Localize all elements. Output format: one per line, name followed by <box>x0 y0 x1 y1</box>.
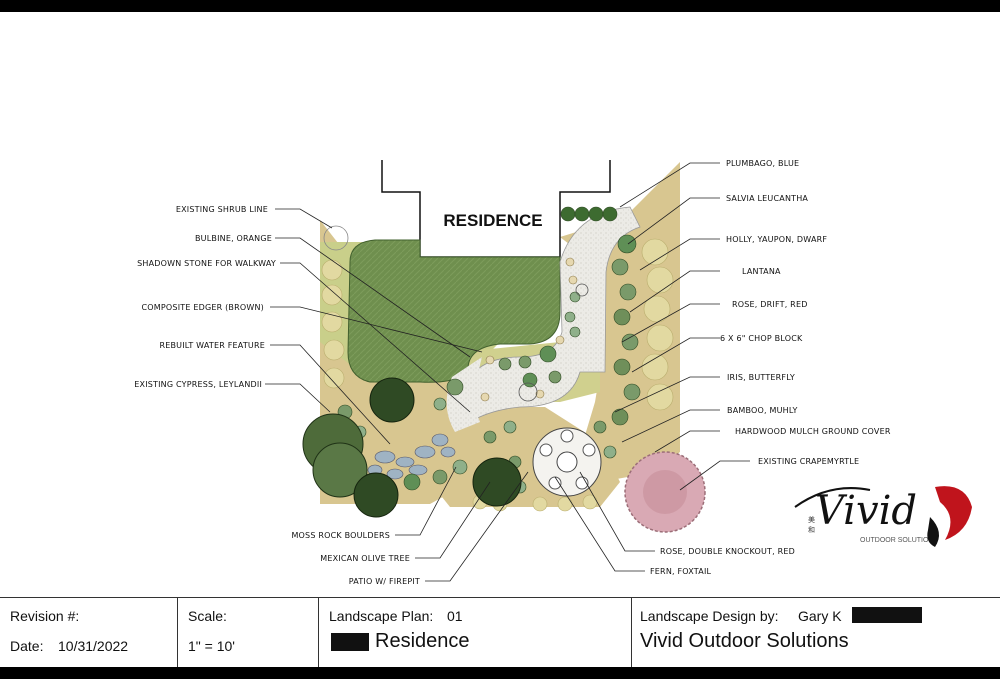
date-value: 10/31/2022 <box>58 638 129 654</box>
label-mexican-olive: MEXICAN OLIVE TREE <box>320 554 410 563</box>
label-bamboo-muhly: BAMBOO, MUHLY <box>727 406 798 415</box>
residence: RESIDENCE <box>381 160 611 258</box>
date-label: Date: <box>10 638 44 654</box>
revision-cell: Revision #: Date: 10/31/2022 <box>0 598 178 667</box>
plan-number: 01 <box>447 608 463 624</box>
redaction-bar <box>331 633 369 651</box>
cypress-tree <box>312 442 368 498</box>
label-iris: IRIS, BUTTERFLY <box>727 373 795 382</box>
water-feature <box>367 433 456 480</box>
designer-name: Gary K <box>798 608 842 624</box>
design-by-label: Landscape Design by: <box>640 608 779 624</box>
landscape-plan-drawing: RESIDENCE <box>134 159 972 586</box>
label-fern: FERN, FOXTAIL <box>650 567 712 576</box>
lantana-circles <box>321 238 674 512</box>
labels-left: EXISTING SHRUB LINE BULBINE, ORANGE SHAD… <box>134 205 276 389</box>
residence-name: Residence <box>375 630 470 652</box>
scale-label: Scale: <box>188 608 227 624</box>
mexican-olive-tree <box>472 457 522 507</box>
walkway-left <box>446 357 482 432</box>
logo-glyphs: 美 <box>808 515 815 524</box>
label-hardwood-mulch: HARDWOOD MULCH GROUND COVER <box>735 427 891 436</box>
label-composite-edger: COMPOSITE EDGER (BROWN) <box>142 303 264 312</box>
scale-value: 1" = 10' <box>188 638 235 654</box>
label-crapemyrtle: EXISTING CRAPEMYRTLE <box>758 457 859 466</box>
dark-tree <box>369 377 415 423</box>
redaction-bar <box>852 607 922 623</box>
labels-bottom: MOSS ROCK BOULDERS MEXICAN OLIVE TREE PA… <box>291 531 795 586</box>
label-holly: HOLLY, YAUPON, DWARF <box>726 235 827 244</box>
leader-lines <box>265 162 750 582</box>
label-rose-knockout: ROSE, DOUBLE KNOCKOUT, RED <box>660 547 795 556</box>
lawn <box>347 239 561 383</box>
dark-tree <box>353 472 399 518</box>
label-plumbago: PLUMBAGO, BLUE <box>726 159 799 168</box>
logo-tagline: OUTDOOR SOLUTIONS <box>860 537 939 544</box>
label-existing-shrub-line: EXISTING SHRUB LINE <box>176 205 268 214</box>
revision-label: Revision #: <box>10 608 80 624</box>
labels-right: PLUMBAGO, BLUE SALVIA LEUCANTHA HOLLY, Y… <box>720 159 891 466</box>
scale-cell: Scale: 1" = 10' <box>178 598 319 667</box>
label-rose-drift: ROSE, DRIFT, RED <box>732 300 808 309</box>
residence-label: RESIDENCE <box>443 211 542 230</box>
patio-firepit <box>532 427 602 497</box>
label-shadow-stone: SHADOWN STONE FOR WALKWAY <box>137 259 276 268</box>
logo-brand: Vivid <box>815 488 917 534</box>
label-salvia: SALVIA LEUCANTHA <box>726 194 808 203</box>
label-patio: PATIO W/ FIREPIT <box>349 577 420 586</box>
plan-label: Landscape Plan: <box>329 608 434 624</box>
title-block: Revision #: Date: 10/31/2022 Scale: 1" =… <box>0 597 1000 667</box>
label-moss-rock: MOSS ROCK BOULDERS <box>291 531 390 540</box>
label-bulbine: BULBINE, ORANGE <box>195 234 272 243</box>
trees <box>302 225 706 533</box>
designer-cell: Landscape Design by: Gary K Vivid Outdoo… <box>632 598 1000 667</box>
logo-glyphs: 和 <box>808 525 815 534</box>
label-cypress: EXISTING CYPRESS, LEYLANDII <box>134 380 262 389</box>
label-lantana: LANTANA <box>742 267 781 276</box>
vivid-logo: Vivid OUTDOOR SOLUTIONS 美 和 <box>794 486 972 547</box>
chop-blocks <box>480 257 578 402</box>
plan-cell: Landscape Plan: 01 Residence <box>319 598 632 667</box>
company-name: Vivid Outdoor Solutions <box>640 630 849 652</box>
label-water-feature: REBUILT WATER FEATURE <box>159 341 265 350</box>
plan-sheet: RESIDENCE <box>0 12 1000 667</box>
label-chop-block: 6 X 6" CHOP BLOCK <box>720 334 803 343</box>
existing-shrub-circle <box>323 225 349 251</box>
